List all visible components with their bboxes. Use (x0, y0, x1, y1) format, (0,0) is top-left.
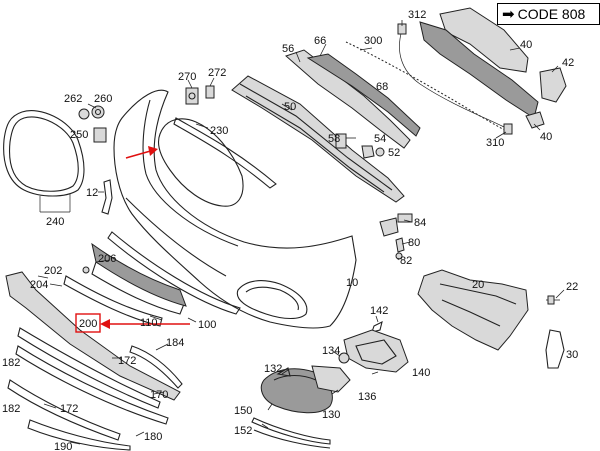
part-label-204: 204 (30, 279, 48, 291)
trim-184 (129, 345, 183, 389)
leader-lines (37, 20, 565, 445)
part-label-130: 130 (322, 409, 340, 421)
part-label-150: 150 (234, 405, 252, 417)
energy-absorber-40 (419, 7, 567, 129)
part-label-50: 50 (284, 101, 296, 113)
part-label-200: 200 (79, 318, 97, 330)
part-label-240: 240 (46, 216, 64, 228)
code-label: CODE 808 (517, 6, 586, 22)
part-label-82: 82 (400, 255, 412, 267)
code-badge: ➡ CODE 808 (497, 3, 600, 25)
lower-grille-206 (63, 242, 187, 327)
part-label-172-upper: 172 (118, 355, 136, 367)
part-label-20: 20 (472, 279, 484, 291)
part-label-152: 152 (234, 425, 252, 437)
part-label-300: 300 (364, 35, 382, 47)
part-label-310: 310 (486, 137, 504, 149)
part-label-58: 58 (328, 133, 340, 145)
part-label-134: 134 (322, 345, 340, 357)
highlight-box-200 (75, 313, 101, 333)
fog-frame-140 (343, 320, 409, 373)
part-labels: 312 300 66 56 40 42 40 68 270 272 262 26… (2, 9, 578, 451)
part-label-140: 140 (412, 367, 430, 379)
part-label-250: 250 (70, 129, 88, 141)
bumper-lip-100 (107, 231, 241, 315)
lower-spoiler-190 (5, 271, 181, 451)
part-label-52: 52 (388, 147, 400, 159)
part-label-66: 66 (314, 35, 326, 47)
part-label-100: 100 (198, 319, 216, 331)
part-label-180: 180 (144, 431, 162, 443)
part-label-272: 272 (208, 67, 226, 79)
part-label-184: 184 (166, 337, 184, 349)
part-label-40-top: 40 (520, 39, 532, 51)
grille-frame-240 (3, 110, 85, 213)
strip-230 (173, 117, 277, 189)
part-label-22: 22 (566, 281, 578, 293)
part-label-132: 132 (264, 363, 282, 375)
part-label-84: 84 (414, 217, 426, 229)
fog-grille-130 (251, 352, 351, 449)
part-label-270: 270 (178, 71, 196, 83)
part-label-142: 142 (370, 305, 388, 317)
part-label-206: 206 (98, 253, 116, 265)
part-label-136: 136 (358, 391, 376, 403)
part-label-68: 68 (376, 81, 388, 93)
part-label-110: 110 (140, 317, 158, 329)
highlight-arrow (100, 146, 190, 329)
part-label-262: 262 (64, 93, 82, 105)
part-label-42: 42 (562, 57, 574, 69)
clips-80-84 (379, 213, 413, 260)
part-label-260: 260 (94, 93, 112, 105)
part-label-202: 202 (44, 265, 62, 277)
part-label-190: 190 (54, 441, 72, 451)
part-label-182-lower: 182 (2, 403, 20, 415)
part-label-230: 230 (210, 125, 228, 137)
harness-300 (345, 23, 513, 135)
clip-parts-250-262 (78, 103, 107, 143)
part-label-312: 312 (408, 9, 426, 21)
part-label-54: 54 (374, 133, 386, 145)
bracket-12 (98, 179, 113, 215)
part-label-56: 56 (282, 43, 294, 55)
right-arrow-icon: ➡ (502, 5, 515, 23)
part-label-80: 80 (408, 237, 420, 249)
part-label-170: 170 (150, 389, 168, 401)
grille-carrier-50 (231, 49, 421, 203)
sensor-270 (185, 85, 215, 105)
part-label-40-lower: 40 (540, 131, 552, 143)
part-label-10: 10 (346, 277, 358, 289)
part-label-172-lower: 172 (60, 403, 78, 415)
side-bracket-20 (417, 269, 560, 351)
part-label-182-upper: 182 (2, 357, 20, 369)
part-label-30: 30 (566, 349, 578, 361)
part-label-12: 12 (86, 187, 98, 199)
clips-52-58 (335, 133, 385, 159)
bracket-30 (545, 329, 565, 369)
